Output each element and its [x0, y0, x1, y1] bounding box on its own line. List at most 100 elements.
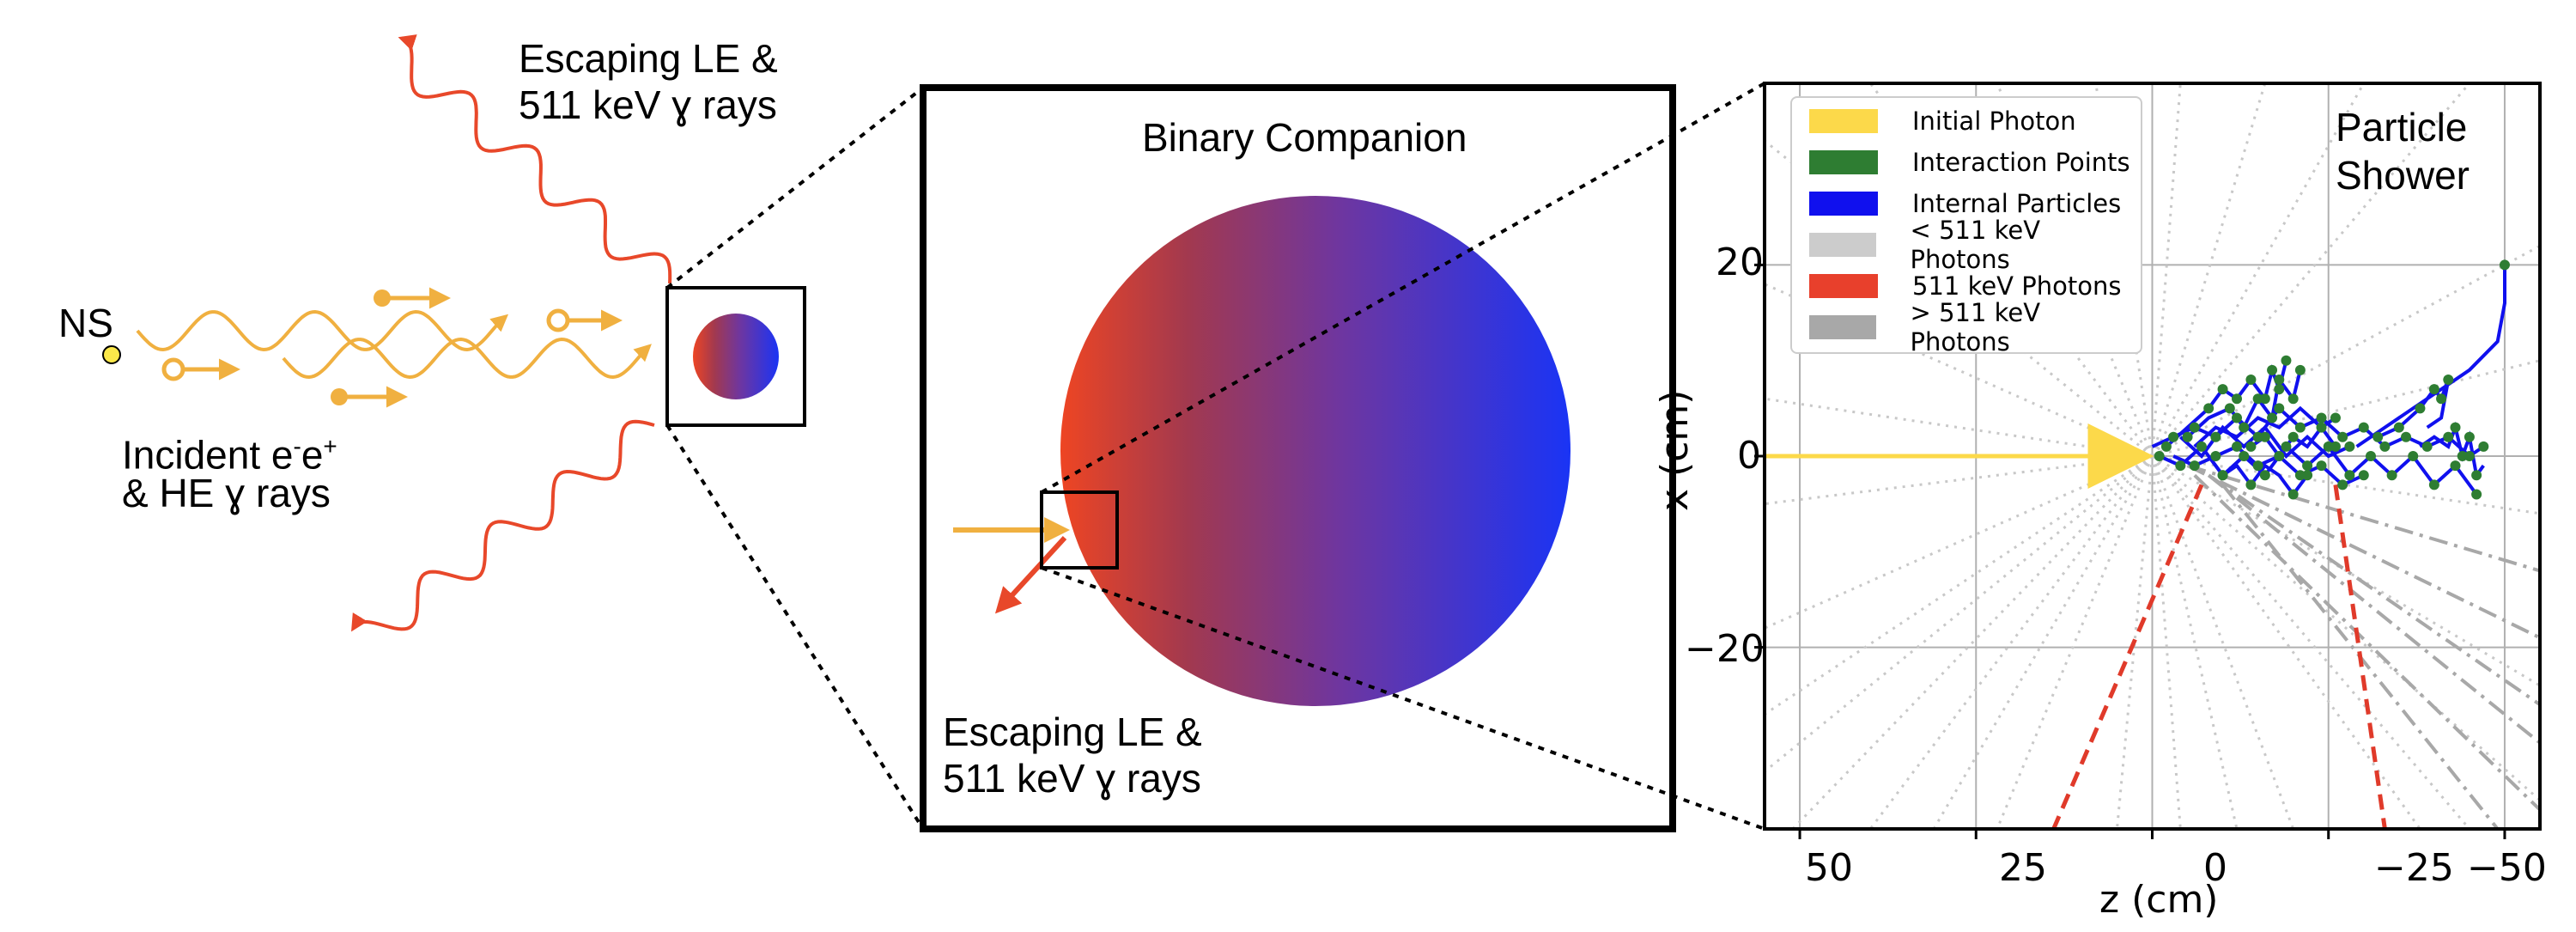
x-tick-label: 0 — [2203, 846, 2227, 890]
interaction-point — [2239, 422, 2250, 433]
interaction-point — [2287, 431, 2299, 442]
interaction-point — [2471, 470, 2482, 481]
low-energy-photon-track — [2151, 455, 2471, 829]
interaction-point — [2344, 441, 2355, 452]
companion-small-star — [693, 314, 779, 399]
interaction-point — [2160, 441, 2172, 452]
escaping-mid-line2: 511 keV ɣ rays — [943, 756, 1201, 801]
interaction-point — [2252, 431, 2263, 442]
x-tick-label: −50 — [2467, 846, 2547, 890]
interaction-point — [2239, 451, 2250, 461]
interaction-point — [2337, 431, 2348, 442]
interaction-point — [2471, 489, 2482, 500]
incident-electron-1 — [374, 287, 451, 309]
legend-label: 511 keV Photons — [1912, 271, 2122, 301]
interaction-point — [2408, 451, 2419, 461]
initial-photon-arrowhead — [2087, 423, 2154, 489]
interaction-point — [2344, 470, 2355, 481]
incident-label-line1: Incident e-e+ — [122, 432, 337, 478]
binary-companion-title: Binary Companion — [1142, 115, 1467, 160]
escaping-top-line1: Escaping LE & — [519, 36, 778, 81]
interaction-point — [2421, 441, 2433, 452]
interaction-point — [2182, 431, 2193, 442]
legend-label: Initial Photon — [1912, 107, 2076, 136]
interaction-point — [2450, 422, 2461, 433]
internal-particle-track — [2178, 424, 2351, 459]
y-tick-label: 20 — [1716, 241, 1764, 284]
interaction-point — [2217, 470, 2228, 481]
low-energy-photon-track — [2151, 455, 2295, 829]
incident-electron-2 — [331, 386, 408, 408]
y-axis-label: x (cm) — [1653, 389, 1697, 511]
interaction-point — [2464, 451, 2475, 461]
high-energy-photon-track — [2208, 473, 2540, 706]
interaction-point — [2428, 384, 2439, 395]
legend-swatch-low-photons — [1809, 233, 1876, 257]
interaction-point — [2245, 441, 2257, 452]
interaction-point — [2274, 384, 2285, 395]
interaction-point — [2281, 441, 2292, 452]
zoom-line-2-top — [1041, 82, 1765, 494]
legend-swatch-high-photons — [1809, 315, 1876, 339]
plot-legend: Initial Photon Interaction Points Intern… — [1790, 96, 2142, 356]
photon-511-track — [2333, 484, 2387, 829]
interaction-point — [2386, 470, 2397, 481]
low-energy-photon-track — [2116, 455, 2154, 829]
interaction-point — [2415, 403, 2426, 414]
escaping-wave-up — [398, 34, 672, 284]
interaction-point — [2210, 451, 2221, 461]
interaction-point — [2267, 364, 2278, 375]
low-energy-photon-track — [1765, 454, 2154, 630]
x-tick-label: −25 — [2374, 846, 2454, 890]
interaction-point — [2252, 393, 2263, 405]
x-axis-label: z (cm) — [2099, 878, 2219, 922]
interaction-point — [2358, 470, 2369, 481]
interaction-point — [2443, 374, 2454, 385]
interaction-point — [2499, 259, 2510, 271]
interaction-point — [2281, 355, 2292, 366]
interaction-point — [2401, 431, 2412, 442]
low-energy-photon-track — [2151, 455, 2182, 829]
plot-content — [1765, 83, 2540, 829]
legend-label: Interaction Points — [1912, 148, 2130, 177]
zoom-line-1-top — [665, 86, 925, 289]
interaction-point — [2189, 422, 2200, 433]
interaction-point — [2154, 451, 2165, 461]
low-energy-photon-track — [2152, 359, 2540, 458]
escaping-ray-arrow — [994, 535, 1067, 614]
escaping-mid-line1: Escaping LE & — [943, 710, 1202, 754]
incident-positron-1 — [546, 308, 623, 332]
internal-particle-track — [2419, 421, 2485, 480]
interaction-point — [2203, 403, 2215, 414]
legend-entry-initial-photon: Initial Photon — [1809, 107, 2076, 136]
interaction-point — [2379, 441, 2391, 452]
interaction-point — [2259, 470, 2270, 481]
interaction-point — [2294, 470, 2306, 481]
interaction-point — [2267, 412, 2278, 423]
interaction-point — [2330, 412, 2341, 423]
interaction-point — [2274, 403, 2285, 414]
low-energy-photon-track — [1765, 397, 2153, 458]
interaction-point — [2189, 460, 2200, 472]
low-energy-photon-track — [1765, 454, 2154, 716]
interaction-point — [2316, 422, 2327, 433]
interaction-point — [2330, 441, 2341, 452]
interaction-point — [2464, 431, 2475, 442]
legend-entry-511-photons: 511 keV Photons — [1809, 271, 2122, 301]
low-energy-photon-track — [1868, 455, 2154, 829]
binary-companion-star — [1060, 196, 1571, 706]
plot-tick-marks — [1754, 263, 2506, 839]
interaction-point — [2287, 393, 2299, 405]
legend-label: Internal Particles — [1912, 189, 2122, 218]
interaction-point — [2252, 460, 2263, 472]
interaction-point — [2245, 479, 2257, 490]
interaction-point — [2436, 393, 2447, 405]
interaction-point — [2323, 441, 2334, 452]
interaction-point — [2478, 441, 2489, 452]
low-energy-photon-track — [1765, 454, 2154, 773]
interaction-point — [2217, 384, 2228, 395]
x-tick-label: 50 — [1805, 846, 1853, 890]
high-energy-photon-track — [2193, 473, 2540, 812]
interaction-point — [2232, 393, 2243, 405]
